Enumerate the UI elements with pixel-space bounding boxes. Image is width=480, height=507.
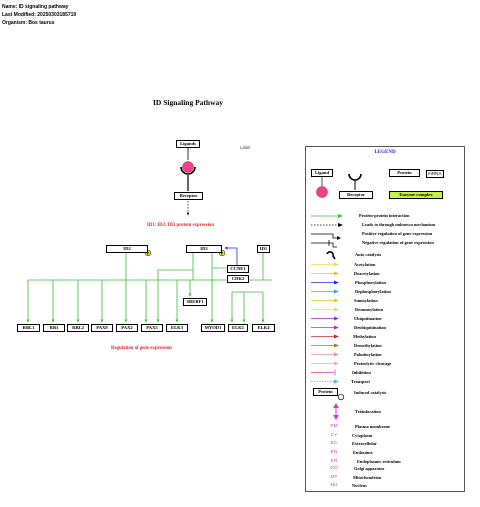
legend-compartment-code: NU — [330, 483, 338, 488]
legend-translocation: Translocation — [355, 409, 381, 414]
node-pax2[interactable]: PAX2 — [116, 324, 138, 332]
legend-induced-catalysis: Induced catalysis — [354, 390, 387, 395]
legend-compartment-label: Plasma membrane — [355, 424, 390, 429]
legend-title: LEGEND — [374, 150, 396, 155]
svg-text:P: P — [147, 252, 150, 256]
legend-ligand-receptor-glyph — [316, 173, 362, 198]
legend-compartment-label: Golgi apparatus — [354, 466, 385, 471]
legend-compartment-code: CY — [330, 433, 338, 438]
node-elk3[interactable]: ELK3 — [166, 324, 188, 332]
legend-interaction-label: Acetylation — [354, 262, 376, 267]
node-cdk2[interactable]: CDK2 — [227, 275, 249, 283]
node-rb1[interactable]: RB1 — [43, 324, 65, 332]
legend-interaction-label: Dephosphorylation — [355, 289, 391, 294]
pathway-name: Name: ID signaling pathway — [2, 4, 69, 10]
legend-arrow-head — [334, 361, 339, 366]
legend-ligand: Ligand — [311, 169, 333, 177]
legend-interaction-label: Palmitoylation — [354, 352, 382, 357]
legend-compartment-label: Nucleus — [352, 483, 367, 488]
legend-compartment-label: Mitochondrion — [353, 475, 382, 480]
node-ccne1[interactable]: CCNE1 — [227, 265, 249, 273]
legend-arrow-head — [334, 289, 339, 294]
legend-induced-protein: Protein — [313, 388, 338, 396]
legend-arrow-head — [334, 316, 339, 321]
legend-arrow-head — [334, 271, 339, 276]
legend-compartment-code: MT — [330, 475, 338, 480]
legend-panel: LEGEND — [305, 146, 465, 492]
legend-interaction-label: Negative regulation of gene expression — [362, 240, 434, 245]
legend-interaction-label: Ubiquitination — [354, 316, 382, 321]
protein-interaction-edges — [26, 252, 272, 323]
legend-compartment-code: ER — [330, 459, 338, 464]
legend-interaction-label: Positive regulation of gene expression — [362, 231, 433, 236]
legend-interaction-label: Sumoylation — [354, 298, 378, 303]
organism: Organism: Bos taurus — [2, 20, 55, 26]
legend-interaction-label: Leads to through unknown mechanism — [362, 222, 436, 227]
node-receptor[interactable]: Receptor — [174, 192, 203, 200]
diagram-title: ID Signaling Pathway — [152, 98, 224, 107]
legend-interaction-label: Deubiquitination — [354, 325, 386, 330]
node-rbl2[interactable]: RBL2 — [67, 324, 89, 332]
legend-interaction-label: Desumoylation — [355, 307, 384, 312]
legend-interaction-label: Inhibition — [352, 370, 371, 375]
legend-interaction-label: Protein-protein interaction — [359, 213, 410, 218]
legend-interaction-label: Transport — [351, 379, 370, 384]
legend-arrows — [311, 214, 343, 260]
node-myod1[interactable]: MYOD1 — [201, 324, 225, 332]
translocation-glyph — [333, 403, 339, 420]
legend-interaction-label: Methylation — [353, 334, 376, 339]
node-srebf1[interactable]: SREBF1 — [183, 298, 207, 306]
legend-protein: Protein — [389, 169, 420, 177]
legend-interaction-label: Proteolytic cleavage — [354, 361, 392, 366]
legend-arrow-head — [334, 262, 339, 267]
legend-receptor: Receptor — [339, 191, 373, 199]
legend-compartment-code: EN — [330, 450, 338, 455]
legend-interaction-label: Deacetylation — [354, 271, 380, 276]
induced-catalysis-glyph — [337, 393, 345, 401]
regulation-annotation: Regulation of gene expression — [111, 346, 172, 351]
node-id1[interactable]: ID1 — [257, 245, 270, 253]
legend-arrow-head — [334, 307, 339, 312]
node-id2[interactable]: ID2 — [106, 245, 148, 253]
legend-arrow-head — [334, 334, 339, 339]
free-label: Label — [240, 145, 251, 150]
legend-compartment-label: Endoplasmic reticulum — [357, 459, 401, 464]
legend-compartment-label: Cytoplasm — [352, 433, 373, 438]
svg-text:P: P — [221, 252, 224, 256]
node-id3[interactable]: ID3 — [186, 245, 222, 253]
legend-arrow-head — [334, 379, 339, 384]
node-rbl1[interactable]: RBL1 — [17, 324, 40, 332]
legend-colored-arrows — [311, 262, 339, 384]
node-pax5[interactable]: PAX5 — [141, 324, 163, 332]
legend-arrow-head — [334, 280, 339, 285]
node-elk4[interactable]: ELK4 — [252, 324, 275, 332]
node-elk1[interactable]: ELK1 — [228, 324, 248, 332]
legend-interaction-label: Phosphorylation — [355, 280, 386, 285]
legend-arrow-head — [334, 352, 339, 357]
legend-arrow-head — [334, 343, 339, 348]
legend-compartment-label: Endosome — [353, 450, 373, 455]
legend-compartment-code: GO — [330, 466, 338, 471]
legend-compartment-code: EC — [330, 441, 338, 446]
legend-arrow-head — [334, 298, 339, 303]
legend-mrna: mRNA — [426, 170, 444, 178]
node-ligands[interactable]: Ligands — [176, 140, 200, 148]
ligand-receptor-glyph — [180, 148, 196, 216]
expression-annotation: ID1/ ID2/ ID3 protein expression — [147, 223, 214, 228]
phosphorylation-edge — [224, 246, 238, 268]
legend-compartment-code: PM — [330, 424, 338, 429]
last-modified: Last Modified: 20250303185719 — [2, 12, 77, 18]
node-pax8[interactable]: PAX8 — [91, 324, 113, 332]
legend-interaction-label: Auto catalysis — [355, 252, 382, 257]
legend-arrow-head — [334, 325, 339, 330]
legend-compartment-label: Extracellular — [352, 441, 377, 446]
legend-interaction-label: Demethylation — [354, 343, 382, 348]
legend-enzyme-complex: Enzyme complex — [389, 191, 443, 199]
